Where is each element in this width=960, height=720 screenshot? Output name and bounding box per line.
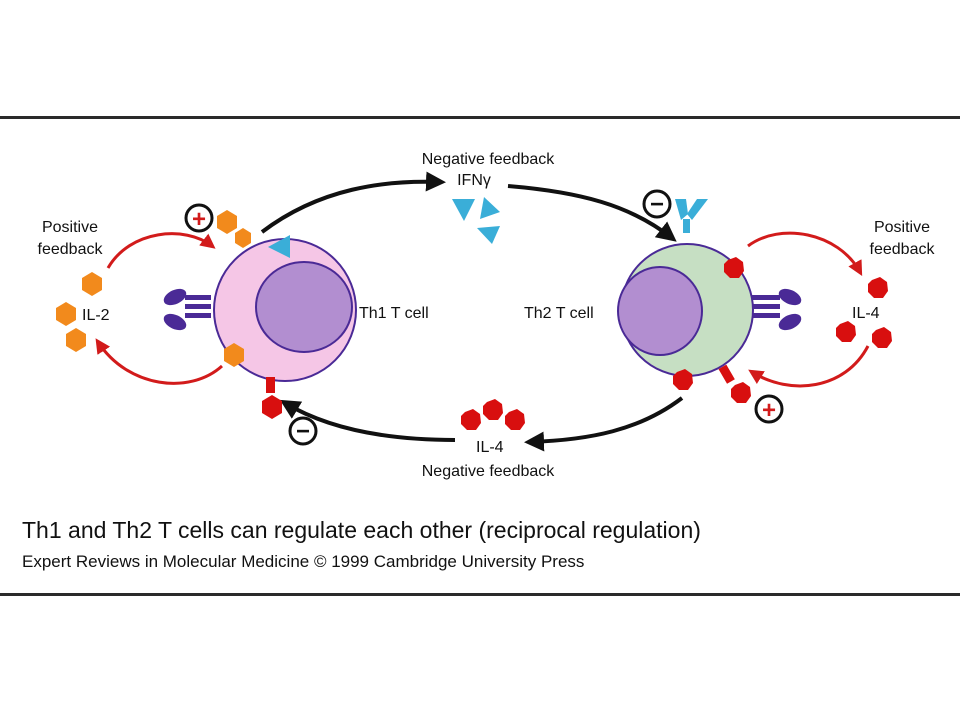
- figure-caption-title: Th1 and Th2 T cells can regulate each ot…: [22, 517, 701, 543]
- top-negative-arrow-right: [507, 184, 677, 242]
- left-positive-label-2: feedback: [38, 241, 104, 258]
- top-negative-arrow: [260, 171, 446, 234]
- ifn-gamma-molecules: [452, 197, 500, 244]
- il2-bound: [217, 210, 251, 367]
- reciprocal-regulation-diagram: + − − + Negative feedback IFNγ Positive …: [38, 151, 936, 480]
- plus-sign-th2: +: [754, 394, 784, 424]
- bottom-negative-arrow-left: [279, 399, 456, 442]
- th1-ifn-bound: [268, 235, 290, 258]
- th2-label: Th2 T cell: [524, 305, 594, 322]
- plus-sign-th1: +: [184, 203, 214, 233]
- ifn-label: IFNγ: [457, 172, 491, 189]
- th1-il4-receptor: [266, 377, 275, 393]
- il4-right-molecules: [836, 277, 892, 348]
- th2-tcr-receptor: [752, 288, 802, 331]
- left-positive-label-1: Positive: [42, 219, 98, 236]
- il2-positive-arrow-top: [106, 232, 216, 269]
- th2-ifn-receptor: [675, 199, 708, 233]
- il4-bottom-molecules: [461, 399, 525, 430]
- th1-il4-bound: [262, 395, 282, 419]
- minus-sign-th1: −: [288, 416, 318, 446]
- il4-bottom-label: IL-4: [476, 439, 504, 456]
- svg-text:+: +: [762, 397, 776, 424]
- minus-sign-th2: −: [642, 189, 672, 219]
- figure-frame: [0, 116, 960, 596]
- il4-right-label: IL-4: [852, 305, 880, 322]
- il4-positive-arrow-top: [747, 231, 863, 276]
- il2-positive-arrow-bottom: [95, 338, 224, 385]
- il2-molecules: [56, 272, 102, 352]
- svg-text:+: +: [192, 206, 206, 233]
- bottom-negative-arrow: [524, 396, 684, 452]
- right-positive-label-1: Positive: [874, 219, 930, 236]
- svg-text:−: −: [296, 418, 310, 445]
- il2-label: IL-2: [82, 307, 110, 324]
- il4-positive-arrow-bottom: [748, 345, 870, 388]
- figure-caption-source: Expert Reviews in Molecular Medicine © 1…: [22, 552, 585, 571]
- th2-nucleus: [617, 266, 703, 356]
- il4-bound-th2: [673, 257, 751, 403]
- right-positive-label-2: feedback: [870, 241, 936, 258]
- top-feedback-label: Negative feedback: [422, 151, 556, 168]
- bottom-feedback-label: Negative feedback: [422, 463, 556, 480]
- th1-nucleus: [255, 261, 353, 353]
- th1-label: Th1 T cell: [359, 305, 429, 322]
- th1-tcr-receptor: [163, 288, 211, 331]
- svg-text:−: −: [650, 191, 664, 218]
